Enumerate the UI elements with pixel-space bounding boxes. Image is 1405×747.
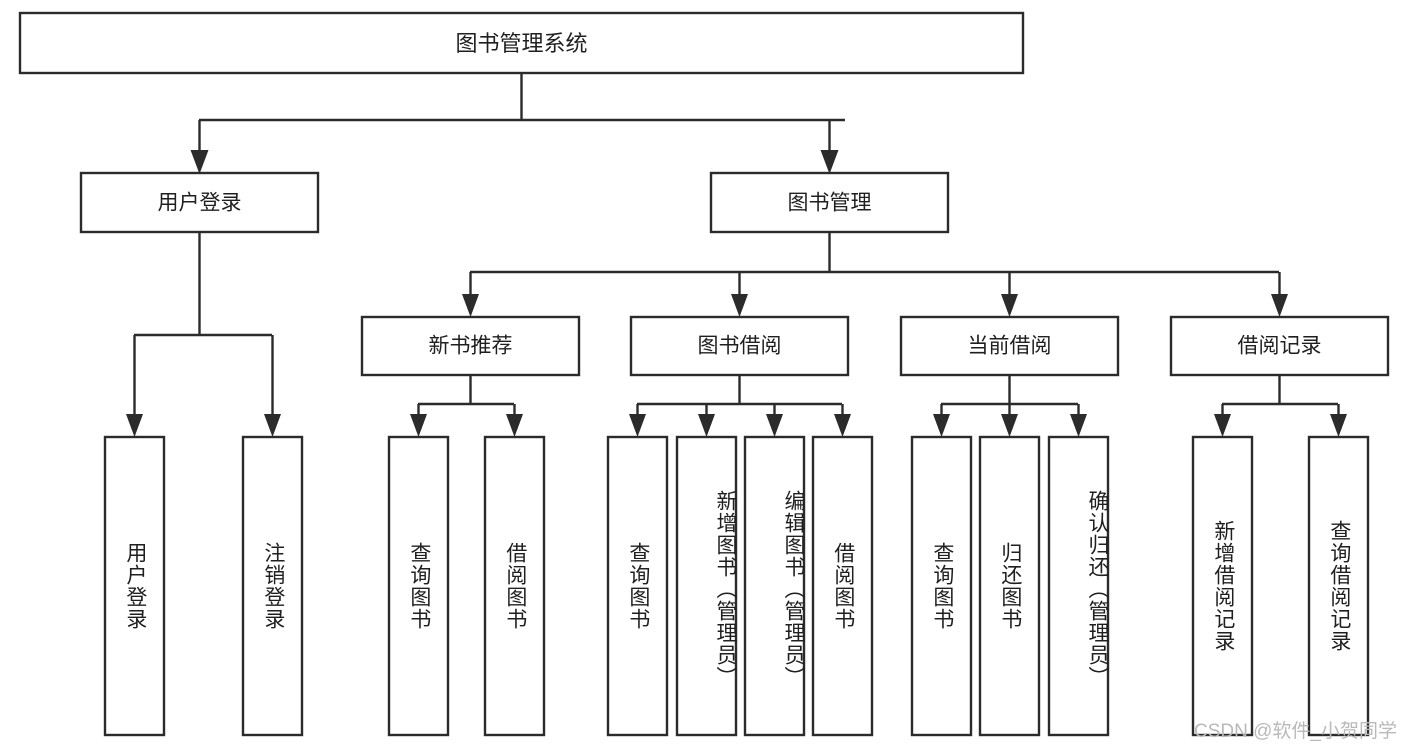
arrowhead-leaf-query-book-2 — [629, 414, 646, 437]
arrowhead-current-borrow — [1001, 294, 1018, 317]
leaf-edit-book-box[interactable] — [743, 435, 806, 737]
connectors-borrow-record-to-leaves — [1214, 375, 1347, 437]
leaf-query-book-1-box[interactable] — [387, 435, 450, 737]
arrowhead-leaf-add-book — [698, 414, 715, 437]
leaf-return-book-box[interactable] — [978, 435, 1041, 737]
node-book-borrow-label: 图书借阅 — [698, 335, 782, 358]
arrowhead-new-book-recommend — [462, 294, 479, 317]
arrowhead-book-management — [820, 150, 839, 174]
node-user-login[interactable]: 用户登录 — [79, 171, 320, 234]
leaf-borrow-book-2-box[interactable] — [811, 435, 874, 737]
arrowhead-leaf-query-record — [1330, 414, 1347, 437]
leaf-query-record-box[interactable] — [1307, 435, 1370, 737]
node-book-management-box[interactable] — [709, 171, 950, 234]
arrowhead-leaf-return-book — [1001, 414, 1018, 437]
connectors-current-borrow-to-leaves — [933, 375, 1087, 437]
arrowhead-leaf-borrow-book-1 — [506, 414, 523, 437]
node-book-management[interactable]: 图书管理 — [709, 171, 950, 234]
node-book-management-label: 图书管理 — [788, 192, 872, 215]
node-borrow-record[interactable]: 借阅记录 — [1169, 315, 1390, 377]
arrowhead-leaf-query-book-3 — [933, 414, 950, 437]
node-book-borrow-box[interactable] — [629, 315, 850, 377]
leaf-add-book-box[interactable] — [675, 435, 738, 737]
leaf-user-login-box[interactable] — [103, 435, 166, 737]
node-root[interactable]: 图书管理系统 — [18, 11, 1025, 75]
connectors-new-book-recommend-to-leaves — [410, 375, 523, 437]
node-current-borrow-label: 当前借阅 — [968, 335, 1052, 358]
node-current-borrow[interactable]: 当前借阅 — [899, 315, 1120, 377]
arrowhead-leaf-edit-book — [766, 414, 783, 437]
arrowhead-user-login — [190, 150, 209, 174]
node-root-label: 图书管理系统 — [455, 31, 587, 56]
node-new-book-recommend-label: 新书推荐 — [429, 335, 513, 358]
leaf-add-record-box[interactable] — [1191, 435, 1254, 737]
connectors-book-management-to-level3 — [462, 232, 1288, 317]
arrowhead-book-borrow — [731, 294, 748, 317]
arrowhead-leaf-confirm-return — [1070, 414, 1087, 437]
leaf-logout-login-box[interactable] — [241, 435, 304, 737]
node-root-box[interactable] — [18, 11, 1025, 75]
arrowhead-leaf-user-login — [126, 414, 143, 437]
node-borrow-record-box[interactable] — [1169, 315, 1390, 377]
node-user-login-box[interactable] — [79, 171, 320, 234]
connectors-root-to-level2 — [190, 73, 845, 174]
node-new-book-recommend-box[interactable] — [360, 315, 581, 377]
node-current-borrow-box[interactable] — [899, 315, 1120, 377]
connectors-user-login-to-leaves — [126, 232, 281, 437]
node-borrow-record-label: 借阅记录 — [1238, 335, 1322, 358]
connectors-book-borrow-to-leaves — [629, 375, 851, 437]
arrowhead-leaf-query-book-1 — [410, 414, 427, 437]
node-user-login-label: 用户登录 — [158, 192, 242, 215]
arrowhead-leaf-logout-login — [264, 414, 281, 437]
leaf-borrow-book-1-box[interactable] — [483, 435, 546, 737]
arrowhead-leaf-borrow-book-2 — [834, 414, 851, 437]
watermark-text: CSDN @软件_小贺同学 — [1194, 721, 1397, 742]
arrowhead-borrow-record — [1271, 294, 1288, 317]
leaf-query-book-2-box[interactable] — [606, 435, 669, 737]
leaf-confirm-return-box[interactable] — [1047, 435, 1110, 737]
leaf-boxes — [103, 435, 1370, 737]
arrowhead-leaf-add-record — [1214, 414, 1231, 437]
node-new-book-recommend[interactable]: 新书推荐 — [360, 315, 581, 377]
node-book-borrow[interactable]: 图书借阅 — [629, 315, 850, 377]
leaf-query-book-3-box[interactable] — [910, 435, 973, 737]
